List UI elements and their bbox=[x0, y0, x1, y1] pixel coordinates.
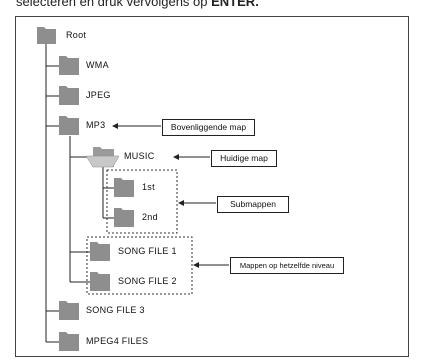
folder-icon bbox=[90, 242, 110, 261]
folder-icon bbox=[90, 272, 110, 291]
callout-parent-folder: Bovenliggende map bbox=[162, 119, 255, 136]
folder-tree-panel bbox=[15, 16, 409, 357]
folder-label-root: Root bbox=[66, 30, 87, 40]
callout-subfolders: Submappen bbox=[217, 196, 289, 213]
folder-label-song1: SONG FILE 1 bbox=[118, 246, 177, 256]
intro-text: selecteren en druk vervolgens op ENTER. bbox=[16, 0, 259, 9]
folder-icon bbox=[59, 301, 79, 320]
folder-label-wma: WMA bbox=[86, 60, 109, 70]
subfolder-group-box bbox=[106, 169, 178, 234]
callout-current-folder: Huidige map bbox=[211, 150, 277, 167]
folder-label-1st: 1st bbox=[142, 182, 155, 192]
folder-icon bbox=[59, 86, 79, 105]
folder-icon bbox=[59, 56, 79, 75]
folder-label-jpeg: JPEG bbox=[86, 90, 111, 100]
folder-label-music: MUSIC bbox=[124, 151, 155, 161]
folder-icon bbox=[37, 27, 56, 44]
callout-same-level: Mappen op hetzelfde niveau bbox=[230, 257, 344, 274]
folder-icon bbox=[59, 116, 79, 135]
intro-instruction: selecteren en druk vervolgens op bbox=[16, 0, 208, 9]
folder-label-2nd: 2nd bbox=[142, 212, 158, 222]
same-level-group-box bbox=[86, 236, 193, 295]
open-folder-icon bbox=[85, 147, 120, 168]
folder-icon bbox=[114, 178, 134, 197]
callout-arrows bbox=[112, 123, 229, 268]
folder-icon bbox=[114, 208, 134, 227]
folder-label-mp3: MP3 bbox=[86, 120, 106, 130]
intro-key: ENTER. bbox=[211, 0, 259, 9]
dotted-groups bbox=[86, 169, 193, 295]
folder-label-song3: SONG FILE 3 bbox=[86, 305, 145, 315]
folder-label-mpeg4: MPEG4 FILES bbox=[86, 336, 149, 346]
folder-icon bbox=[59, 332, 79, 351]
tree-lines bbox=[45, 43, 114, 343]
folder-label-song2: SONG FILE 2 bbox=[118, 276, 177, 286]
folders bbox=[37, 27, 134, 351]
